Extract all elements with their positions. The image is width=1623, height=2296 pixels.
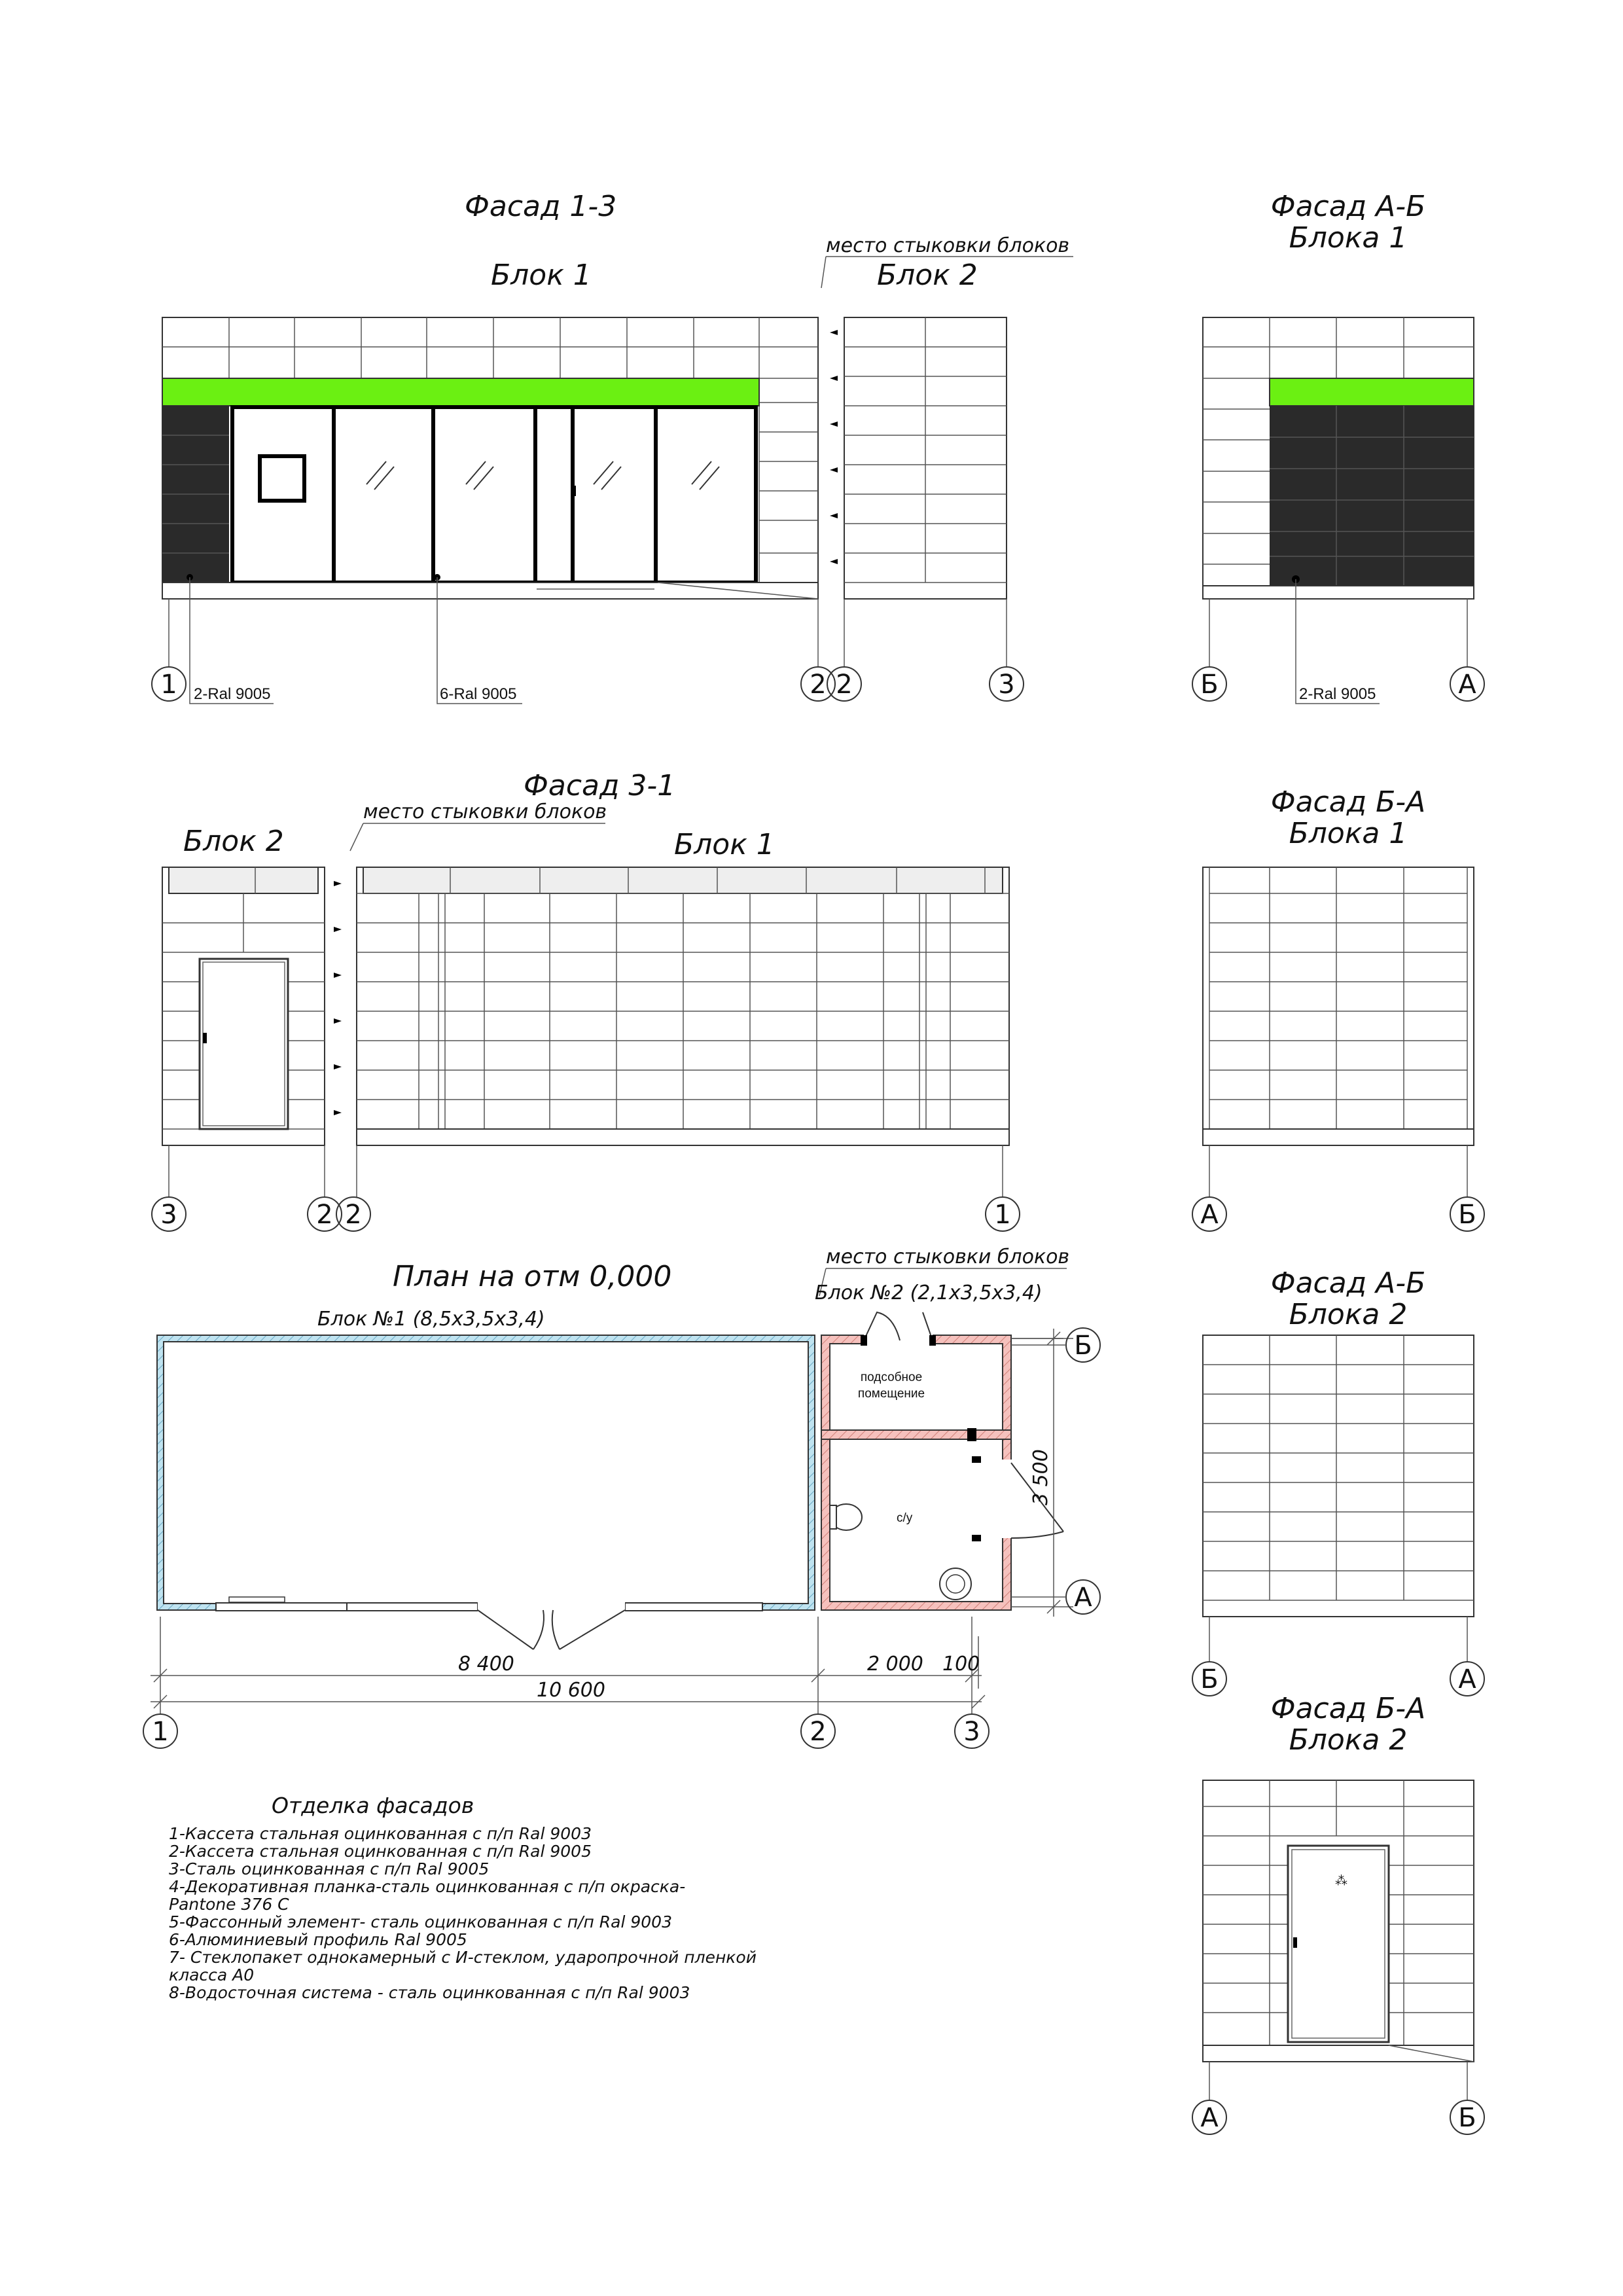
legend-line: класса А0	[169, 1965, 254, 1984]
svg-text:3: 3	[998, 670, 1014, 700]
svg-text:3: 3	[160, 1200, 177, 1230]
facade-1-3: Фасад 1-3 Блок 1 Блок 2 место стыковки б…	[151, 190, 1073, 704]
joint-arrows	[830, 330, 838, 564]
floor-plan: План на отм 0,000 место стыковки блоков …	[143, 1246, 1101, 1749]
plan-title: План на отм 0,000	[393, 1260, 671, 1293]
toilet-icon	[829, 1503, 863, 1531]
facade-1-3-block2-label: Блок 2	[877, 259, 978, 292]
svg-text:1: 1	[160, 670, 177, 700]
facade-ab1-title: Фасад А-Б	[1271, 190, 1426, 223]
facade-ab-block1: Фасад А-Б Блока 1	[1192, 190, 1485, 704]
facade-ab2-subtitle: Блока 2	[1289, 1298, 1408, 1331]
door-handle-icon	[571, 486, 576, 496]
svg-text:Б: Б	[1200, 1664, 1218, 1695]
facade-ba1-title: Фасад Б-А	[1271, 785, 1426, 819]
dim-block2: 2 000	[867, 1653, 923, 1676]
door-handle-icon	[1293, 1937, 1297, 1948]
svg-text:1: 1	[994, 1200, 1010, 1230]
svg-text:1: 1	[152, 1717, 168, 1747]
green-decor-strip-ab1	[1269, 378, 1474, 406]
axis-markers-facade-1-3: 1 2 2 3	[151, 666, 1024, 702]
block1-walls	[156, 1335, 815, 1611]
room-aux-label: подсобное	[861, 1371, 922, 1384]
finish-legend: Отделка фасадов 1-Кассета стальная оцинк…	[169, 1793, 757, 2002]
legend-line: 7- Стеклопакет однокамерный с И-стеклом,…	[169, 1948, 757, 1967]
door-vent-window	[258, 454, 306, 503]
callout-2-ral9005: 2-Ral 9005	[194, 685, 270, 703]
joint-leader	[821, 256, 827, 289]
green-decor-strip	[162, 378, 760, 406]
facade-ab2-title: Фасад А-Б	[1271, 1266, 1426, 1300]
dim-depth: 3 500	[1029, 1449, 1052, 1505]
svg-text:А: А	[1074, 1583, 1092, 1613]
facade-1-3-block1-label: Блок 1	[491, 259, 592, 292]
callout-6-ral9005: 6-Ral 9005	[440, 685, 516, 703]
facade-3-1: Фасад 3-1 Блок 2 Блок 1 место стыковки б…	[151, 769, 1020, 1232]
plan-block2-label: Блок №2 (2,1х3,5х3,4)	[815, 1282, 1043, 1304]
svg-text:2: 2	[810, 1717, 826, 1747]
callout-ab1-ral9005: 2-Ral 9005	[1299, 685, 1376, 703]
svg-text:А: А	[1200, 1200, 1219, 1230]
axis-markers-plan: 1 2 3	[143, 1713, 990, 1749]
svg-text:⁂: ⁂	[1335, 1874, 1347, 1888]
facade-ba-block2: Фасад Б-А Блока 2 ⁂ А Б	[1192, 1692, 1485, 2135]
facade-ba-block1: Фасад Б-А Блока 1 А Б	[1192, 785, 1485, 1232]
svg-text:2: 2	[345, 1200, 361, 1230]
svg-text:Б: Б	[1200, 670, 1218, 700]
facade-1-3-title: Фасад 1-3	[465, 190, 616, 223]
facade-3-1-block2-label: Блок 2	[183, 825, 284, 858]
block2-rear-door	[1287, 1844, 1390, 2043]
glazing-frames	[230, 405, 758, 584]
block1-windows	[215, 1596, 763, 1611]
facade-1-3-joint-label: место стыковки блоков	[826, 234, 1069, 257]
svg-text:2: 2	[316, 1200, 332, 1230]
legend-line: 8-Водосточная система - сталь оцинкованн…	[169, 1983, 690, 2002]
dim-block1: 8 400	[458, 1653, 514, 1676]
entrance-double-door	[477, 1609, 626, 1650]
dim-tail: 100	[942, 1653, 980, 1676]
block1-plinth	[162, 582, 819, 600]
door-handle-icon	[203, 1033, 207, 1043]
room-aux-label-2: помещение	[858, 1387, 925, 1401]
svg-text:2: 2	[810, 670, 826, 700]
legend-line: 3-Сталь оцинкованная с п/п Ral 9005	[169, 1859, 489, 1878]
plan-joint-label: место стыковки блоков	[826, 1246, 1069, 1268]
facade-ab1-subtitle: Блока 1	[1289, 221, 1408, 255]
legend-line: 1-Кассета стальная оцинкованная с п/п Ra…	[169, 1824, 592, 1843]
svg-text:Б: Б	[1458, 2103, 1476, 2133]
facade-ba2-title: Фасад Б-А	[1271, 1692, 1426, 1725]
facade-3-1-title: Фасад 3-1	[524, 769, 675, 802]
legend-line: 5-Фассонный элемент- сталь оцинкованная …	[169, 1912, 672, 1931]
svg-text:3: 3	[963, 1717, 980, 1747]
svg-text:Б: Б	[1458, 1200, 1476, 1230]
legend-line: 4-Декоративная планка-сталь оцинкованная…	[169, 1877, 685, 1896]
block2-door	[198, 958, 289, 1130]
legend-line: 6-Алюминиевый профиль Ral 9005	[169, 1930, 467, 1949]
facade-ba2-subtitle: Блока 2	[1289, 1723, 1408, 1757]
facade-ba1-subtitle: Блока 1	[1289, 817, 1408, 850]
plan-block1-label: Блок №1 (8,5х3,5х3,4)	[317, 1308, 545, 1331]
axis-markers-facade-3-1: 3 2 2 1	[151, 1196, 1020, 1232]
facade-3-1-block1-label: Блок 1	[674, 828, 775, 861]
svg-text:Б: Б	[1074, 1331, 1092, 1361]
dark-panel-ab1	[1270, 406, 1474, 586]
sink-icon	[939, 1568, 972, 1600]
svg-text:А: А	[1458, 670, 1476, 700]
svg-text:А: А	[1200, 2103, 1219, 2133]
block2-partition	[821, 1429, 1012, 1440]
legend-title: Отделка фасадов	[272, 1793, 474, 1818]
legend-line: Pantone 376 C	[169, 1895, 289, 1914]
facade-ab-block2: Фасад А-Б Блока 2 Б А	[1192, 1266, 1485, 1696]
svg-text:2: 2	[836, 670, 852, 700]
facade-3-1-joint-label: место стыковки блоков	[363, 800, 607, 823]
svg-text:А: А	[1458, 1664, 1476, 1695]
dim-total: 10 600	[537, 1679, 605, 1702]
legend-line: 2-Кассета стальная оцинкованная с п/п Ra…	[169, 1842, 592, 1861]
room-wc-label: с/у	[897, 1511, 913, 1525]
